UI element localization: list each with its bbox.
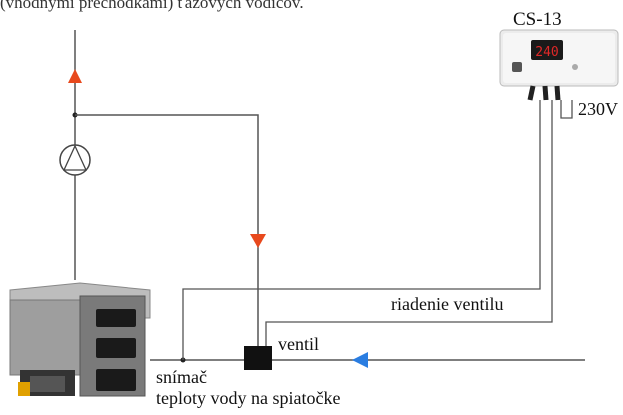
valve-control-cable <box>265 100 553 346</box>
bypass-pipe <box>75 114 259 348</box>
header-caption: (vhodnými prechodkami) ťažových vodičov. <box>0 0 304 12</box>
valve-icon <box>244 346 272 370</box>
controller-icon: 240 <box>499 29 619 101</box>
controller-name: CS-13 <box>513 9 562 30</box>
sensor-description-label: teploty vody na spiatočke <box>156 388 341 408</box>
bypass-flow-arrow <box>250 234 266 248</box>
boiler-icon <box>9 282 151 397</box>
supply-flow-arrow <box>68 69 82 83</box>
power-cable <box>560 100 573 119</box>
controller-display: 240 <box>535 45 558 60</box>
return-flow-arrow <box>352 352 368 368</box>
pump-icon <box>59 144 91 176</box>
sensor-label: snímač <box>156 367 207 387</box>
voltage-label: 230V <box>578 99 618 119</box>
valve-label: ventil <box>278 334 319 354</box>
sensor-cable <box>182 100 541 360</box>
valve-control-label: riadenie ventilu <box>391 294 504 314</box>
